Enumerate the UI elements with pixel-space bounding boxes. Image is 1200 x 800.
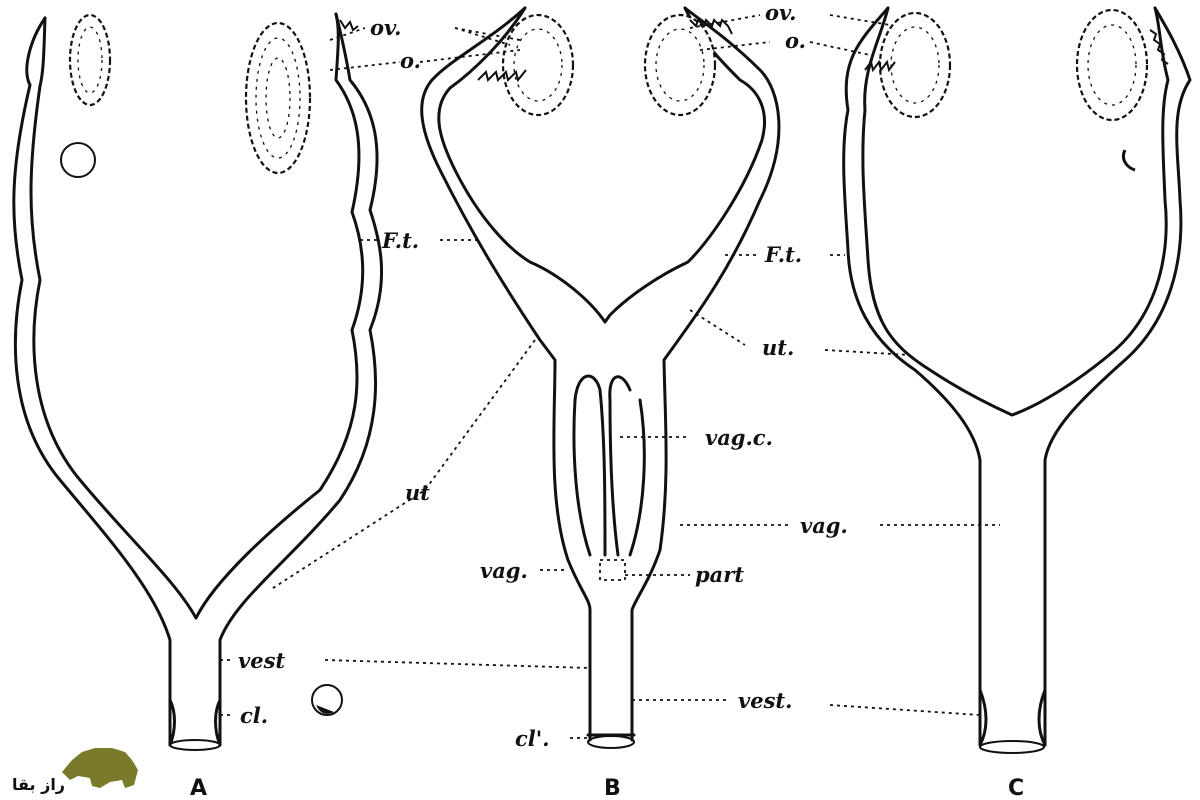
panel-label-a: A xyxy=(190,776,207,800)
panel-a-fimbria xyxy=(339,19,359,32)
labels: ov. o. ov. o. F.t. F.t. ut. ut vag.c. va… xyxy=(190,0,1024,800)
rhino-icon xyxy=(62,748,138,788)
label-ov-right: ov. xyxy=(765,0,796,25)
panel-c-figure xyxy=(842,6,1192,754)
panel-b-figure xyxy=(420,6,781,749)
label-cl-prime: cl'. xyxy=(515,726,550,751)
label-o-left: o. xyxy=(400,48,421,73)
panel-b-fimbria-right xyxy=(689,18,733,35)
panel-a-circle-mark xyxy=(60,142,96,178)
label-ut-b: ut. xyxy=(762,335,794,360)
panel-a-tract-outer xyxy=(12,12,384,747)
panel-label-b: B xyxy=(604,776,621,800)
label-vag-b: vag. xyxy=(480,558,528,583)
panel-b-vaginal-canal-left xyxy=(572,374,607,557)
panel-a-cloaca-opening xyxy=(169,739,221,751)
panel-c-cloaca-opening xyxy=(979,740,1045,754)
panel-c-tract-inner xyxy=(861,6,1170,417)
panel-b-tract-outer xyxy=(420,6,781,742)
panel-b-fimbria-left xyxy=(477,69,527,83)
panel-a-ovary-left xyxy=(68,13,112,107)
panel-c-fimbria-left xyxy=(864,59,896,73)
panel-label-c: C xyxy=(1008,776,1024,800)
watermark-logo: راز بقا xyxy=(12,748,138,794)
label-ut-a: ut xyxy=(405,480,430,505)
label-vag-c: vag.c. xyxy=(705,425,773,450)
label-ft-left: F.t. xyxy=(381,228,419,253)
label-cl: cl. xyxy=(240,703,268,728)
panel-b-tract-inner xyxy=(437,6,767,324)
watermark-text: راز بقا xyxy=(12,775,65,794)
label-ft-right: F.t. xyxy=(764,242,802,267)
label-vag-c-panel: vag. xyxy=(800,513,848,538)
leader-lines xyxy=(220,14,1000,739)
panel-b-vaginal-canal-right xyxy=(608,375,646,557)
panel-a-ovary-right xyxy=(244,21,312,175)
label-part: part xyxy=(695,562,744,587)
panel-a-tract-inner xyxy=(29,12,365,620)
panel-a-figure xyxy=(12,12,384,751)
label-o-right: o. xyxy=(785,28,806,53)
label-vest-a: vest xyxy=(238,648,285,673)
panel-c-fimbria-right xyxy=(1149,29,1169,65)
label-vest-b: vest. xyxy=(738,688,792,713)
label-ov-left: ov. xyxy=(370,15,401,40)
panel-b-cloaca-opening xyxy=(587,735,635,749)
panel-c-tract-outer xyxy=(842,6,1192,747)
panel-a-small-mark xyxy=(311,684,343,716)
